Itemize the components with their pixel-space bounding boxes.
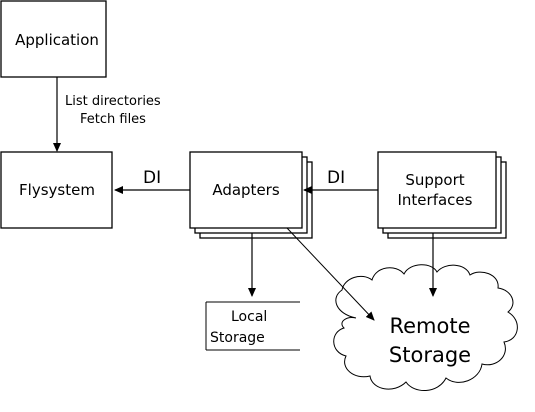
remote-storage-label-line1: Remote <box>389 314 470 338</box>
list-directories-label: List directories <box>65 94 161 109</box>
local-storage-label-line1: Local <box>231 309 267 325</box>
support-label-line2: Interfaces <box>398 191 473 209</box>
fetch-files-label: Fetch files <box>80 112 146 127</box>
adapters-node: Adapters <box>189 151 313 239</box>
support-interfaces-node: Support Interfaces <box>377 151 507 239</box>
adapters-to-remote-arrow <box>286 227 375 321</box>
remote-storage-cloud: Remote Storage <box>333 264 518 391</box>
support-label-line1: Support <box>405 171 464 189</box>
local-storage-node: Local Storage <box>205 301 300 351</box>
flysystem-label: Flysystem <box>19 181 95 199</box>
remote-storage-label-line2: Storage <box>389 343 471 367</box>
local-storage-label-line2: Storage <box>210 330 265 346</box>
flysystem-node: Flysystem <box>0 151 113 229</box>
adapters-label: Adapters <box>212 181 280 199</box>
application-label: Application <box>15 31 99 49</box>
di-label-right: DI <box>327 168 345 188</box>
di-label-left: DI <box>143 168 161 188</box>
application-node: Application <box>0 0 107 78</box>
